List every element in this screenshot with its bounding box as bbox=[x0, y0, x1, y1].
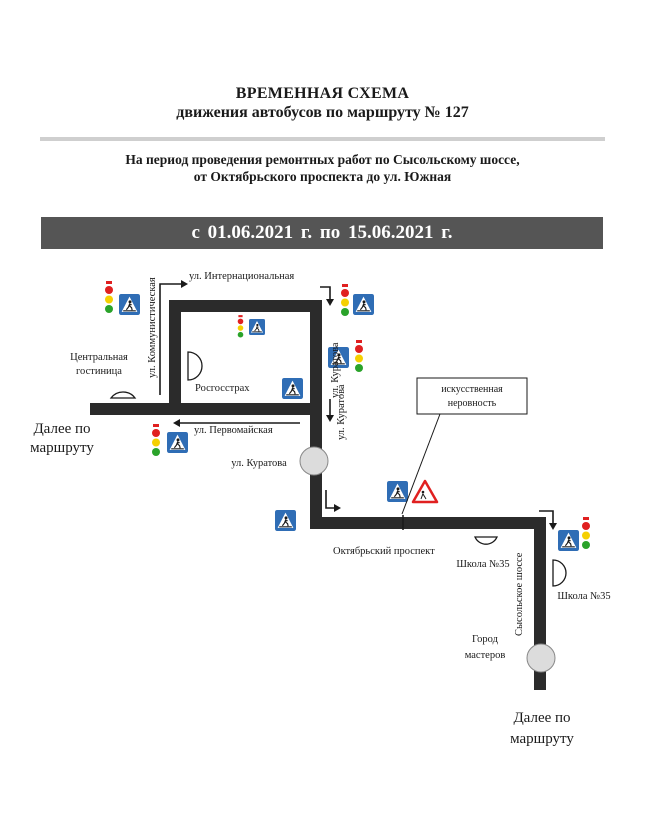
subtitle-line-2: от Октябрьского проспекта до ул. Южная bbox=[193, 169, 452, 184]
arrow-internatsionalnaya bbox=[320, 286, 331, 299]
place-label-school35-a: Школа №35 bbox=[456, 559, 509, 570]
bus-stop-gorod-masterov bbox=[526, 643, 556, 673]
place-label-rosgosstrakh: Росгосстрах bbox=[195, 383, 250, 394]
traffic-light-icon bbox=[341, 284, 349, 316]
continue-left-line1: Далее по bbox=[33, 421, 90, 437]
street-label-oktyabrsky: Октябрьский проспект bbox=[333, 546, 435, 557]
speed-bump-label-line1: искусственная bbox=[441, 384, 503, 395]
crosswalk-icon bbox=[275, 510, 296, 531]
arrow-sysolskoe bbox=[539, 510, 554, 523]
street-label-pervomayskaya: ул. Первомайская bbox=[194, 425, 273, 436]
street-label-kuratova-upper: ул. Куратова bbox=[330, 342, 341, 398]
street-label-sysolskoe: Сысольское шоссе bbox=[514, 552, 525, 636]
building-school35-b bbox=[552, 559, 567, 587]
page-title: ВРЕМЕННАЯ СХЕМА bbox=[235, 85, 410, 102]
crosswalk-icon bbox=[282, 378, 303, 399]
building-school35-a bbox=[474, 536, 498, 545]
arrow-oktyabrsky bbox=[325, 490, 335, 509]
traffic-light-icon bbox=[355, 340, 363, 372]
place-label-gorod-1: Город bbox=[472, 634, 499, 645]
period-banner: с 01.06.2021 г. по 15.06.2021 г. bbox=[41, 217, 603, 249]
continue-left-line2: маршруту bbox=[30, 440, 94, 456]
subtitle-line-1: На период проведения ремонтных работ по … bbox=[125, 152, 520, 167]
period-text: с 01.06.2021 г. по 15.06.2021 г. bbox=[191, 222, 453, 243]
speed-bump-callout bbox=[416, 377, 528, 415]
street-label-internatsionalnaya: ул. Интернациональная bbox=[189, 271, 294, 282]
street-label-kuratova-lower: ул. Куратова bbox=[336, 384, 347, 440]
traffic-light-icon bbox=[237, 315, 244, 338]
crosswalk-icon bbox=[353, 294, 374, 315]
callout-pointer bbox=[401, 413, 441, 515]
crosswalk-icon bbox=[167, 432, 188, 453]
traffic-light-icon bbox=[105, 281, 113, 313]
place-label-central-hotel-2: гостиница bbox=[76, 366, 122, 377]
crosswalk-icon bbox=[119, 294, 140, 315]
place-label-school35-b: Школа №35 bbox=[557, 591, 610, 602]
route-lines bbox=[90, 300, 546, 690]
page-title-route: движения автобусов по маршруту № 127 bbox=[176, 104, 469, 121]
continue-bottom-line2: маршруту bbox=[510, 731, 574, 747]
direction-arrows bbox=[159, 280, 557, 530]
speed-bump-label-line2: неровность bbox=[448, 398, 497, 409]
crosswalk-icon bbox=[558, 530, 579, 551]
traffic-light-icon bbox=[582, 517, 590, 549]
crosswalk-icon bbox=[387, 481, 408, 502]
place-label-central-hotel-1: Центральная bbox=[70, 352, 128, 363]
bus-stop-kuratova bbox=[299, 446, 329, 476]
street-label-kommunisticheskaya: ул. Коммунистическая bbox=[147, 277, 158, 378]
place-label-gorod-2: мастеров bbox=[465, 650, 506, 661]
traffic-light-icon bbox=[152, 424, 160, 456]
building-central-hotel bbox=[109, 391, 137, 399]
arrow-kommunisticheskaya bbox=[159, 283, 181, 395]
place-label-kuratova-stop: ул. Куратова bbox=[231, 458, 287, 469]
route-main-path bbox=[169, 300, 546, 690]
continue-bottom-line1: Далее по bbox=[513, 710, 570, 726]
speed-bump-warning-icon bbox=[411, 479, 439, 504]
building-rosgosstrakh bbox=[187, 351, 203, 381]
crosswalk-icon bbox=[249, 319, 265, 335]
divider bbox=[40, 137, 605, 141]
